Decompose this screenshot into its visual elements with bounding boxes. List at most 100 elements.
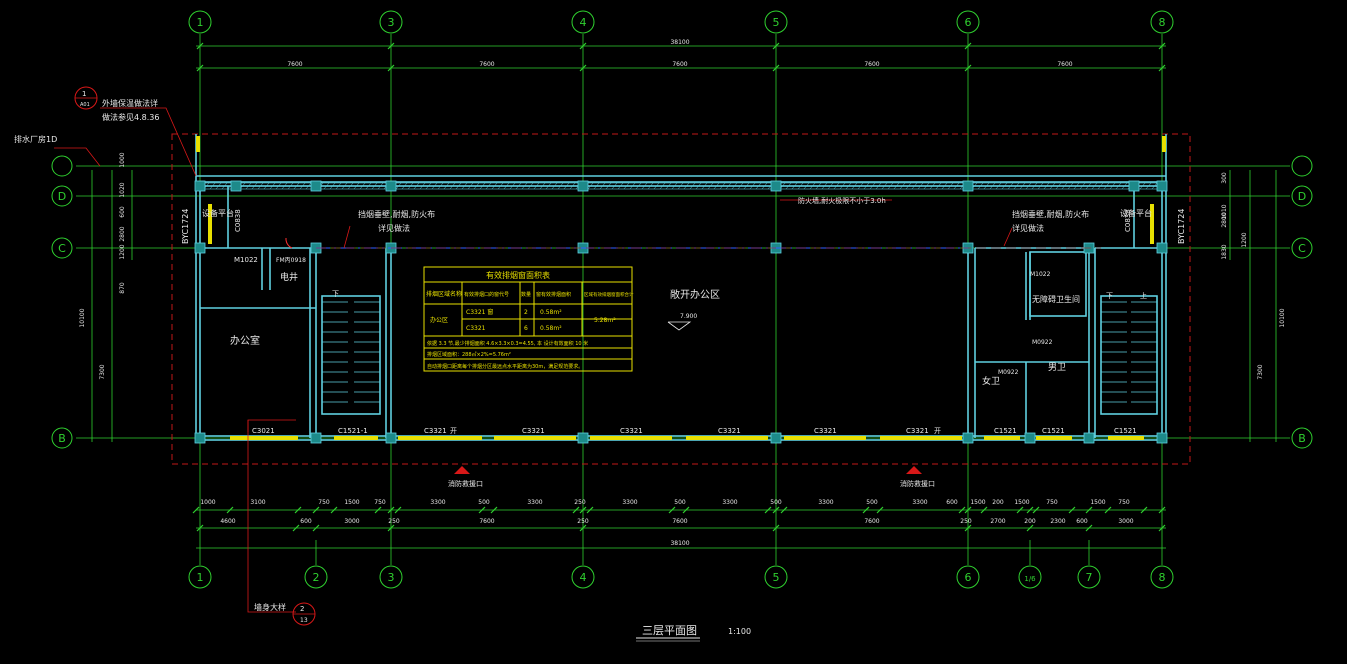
wall-hatch: [653, 182, 660, 190]
dim-tick: [579, 506, 587, 514]
table-note-1: 排烟区域面积：288㎡×2%=5.76m²: [427, 351, 511, 358]
dim-bottom-row1: 3300: [722, 499, 737, 506]
wall-hatch: [947, 182, 954, 190]
room-open-office-label: 敞开办公区: [670, 288, 720, 301]
win-c1521-a: C1521: [994, 427, 1017, 435]
wall-hatch: [683, 182, 690, 190]
door-m0922-right: M0922: [1032, 339, 1053, 346]
wall-hatch: [1097, 182, 1104, 190]
room-male-wc-label: 男卫: [1048, 362, 1066, 373]
structural-column: [770, 180, 782, 192]
dim-bottom-row2: 3000: [344, 518, 359, 525]
wall-hatch: [437, 182, 444, 190]
table-r1-code: C3321: [466, 325, 486, 332]
structural-column: [385, 432, 397, 444]
wall-hatch: [671, 182, 678, 190]
dim-right: 1830: [1221, 244, 1228, 259]
table-title: 有效排烟窗面积表: [486, 270, 550, 280]
grid-bubble-bottom: [764, 565, 788, 589]
grid-bubble-top: [1150, 10, 1174, 34]
wall-hatch: [995, 182, 1002, 190]
section-mark: 1: [82, 90, 86, 98]
dim-right: 300: [1221, 172, 1228, 184]
grid-axis-top-label: 8: [1159, 16, 1166, 29]
wall-hatch: [941, 182, 948, 190]
grid-bubble-bottom: [188, 565, 212, 589]
wall-hatch: [407, 182, 414, 190]
dim-tick: [1158, 64, 1166, 72]
grid-bubble-bottom: [379, 565, 403, 589]
note-fire-window-right2: 详见做法: [1012, 223, 1044, 233]
dim-bottom-row1: 500: [478, 499, 490, 506]
wall-hatch: [749, 182, 756, 190]
wall-hatch: [1085, 182, 1092, 190]
wall-hatch: [623, 182, 630, 190]
dim-tick: [668, 506, 676, 514]
dim-bottom-row1: 500: [674, 499, 686, 506]
elevation-label: 7.900: [680, 313, 697, 320]
dim-tick: [958, 506, 966, 514]
structural-column: [1156, 242, 1168, 254]
dim-bottom-row1: 600: [946, 499, 958, 506]
grid-bubble-right: [1291, 427, 1313, 449]
wall-hatch: [743, 182, 750, 190]
wall-hatch: [1151, 182, 1158, 190]
structural-column: [1083, 432, 1095, 444]
table-h2: 数量: [521, 291, 531, 298]
note-hydrant: 墙身大样: [254, 602, 286, 612]
wall-hatch: [851, 182, 858, 190]
dim-bottom-row1: 3300: [912, 499, 927, 506]
wall-hatch: [209, 182, 216, 190]
dim-bottom-row2: 7600: [864, 518, 879, 525]
wall-hatch: [1103, 182, 1110, 190]
c0838-left: C0838: [234, 209, 242, 232]
table-h4: 区域有效排烟窗面积合计: [584, 291, 634, 298]
wall-hatch: [479, 182, 486, 190]
grid-axis-top-label: 5: [773, 16, 780, 29]
grid-bubble-bottom: [956, 565, 980, 589]
grid-axis-top-label: 4: [580, 16, 587, 29]
wall-hatch: [821, 182, 828, 190]
byc-left: BYC1724: [181, 209, 190, 244]
wall-hatch: [953, 182, 960, 190]
dim-left: 1200: [119, 244, 126, 259]
structural-column: [1128, 180, 1140, 192]
wall-hatch: [605, 182, 612, 190]
grid-bubble-bottom: [304, 565, 328, 589]
wall-hatch: [641, 182, 648, 190]
grid-row-left-label: C: [58, 242, 66, 255]
note-fire-window-left: 挡烟垂壁,耐烟,防火布: [358, 209, 435, 219]
dim-right: 1200: [1241, 232, 1248, 247]
wall-hatch: [1037, 182, 1044, 190]
dim-tick: [579, 64, 587, 72]
dim-tick: [1158, 524, 1166, 532]
grid-bubble-right: [1291, 185, 1313, 207]
note-fire-wall: 防火墙,耐火极限不小于3.0h: [798, 196, 886, 205]
dim-tick: [394, 506, 402, 514]
dim-overall-bottom: 38100: [670, 540, 689, 547]
dim-tick: [387, 42, 395, 50]
dim-span-top: 7600: [672, 61, 687, 68]
wall-hatch: [887, 182, 894, 190]
wall-hatch: [467, 182, 474, 190]
dim-tick: [1016, 506, 1024, 514]
wall-hatch: [539, 182, 546, 190]
dim-tick: [292, 524, 300, 532]
dim-left: 870: [119, 282, 126, 294]
wall-hatch: [323, 182, 330, 190]
wall-hatch: [677, 182, 684, 190]
grid-row-right-label: D: [1298, 190, 1306, 203]
stair-up-right: 上: [1140, 291, 1147, 300]
wall-hatch: [569, 182, 576, 190]
grid-axis-top-label: 1: [197, 16, 204, 29]
wall-hatch: [431, 182, 438, 190]
wall-hatch: [449, 182, 456, 190]
wall-hatch: [1031, 182, 1038, 190]
wall-hatch: [1121, 182, 1128, 190]
win-c3021: C3021: [252, 427, 275, 435]
dim-bottom-row2: 7600: [672, 518, 687, 525]
grid-bubble-top: [764, 10, 788, 34]
note-level: 排水厂房1D: [14, 134, 57, 144]
dim-tick: [1158, 42, 1166, 50]
